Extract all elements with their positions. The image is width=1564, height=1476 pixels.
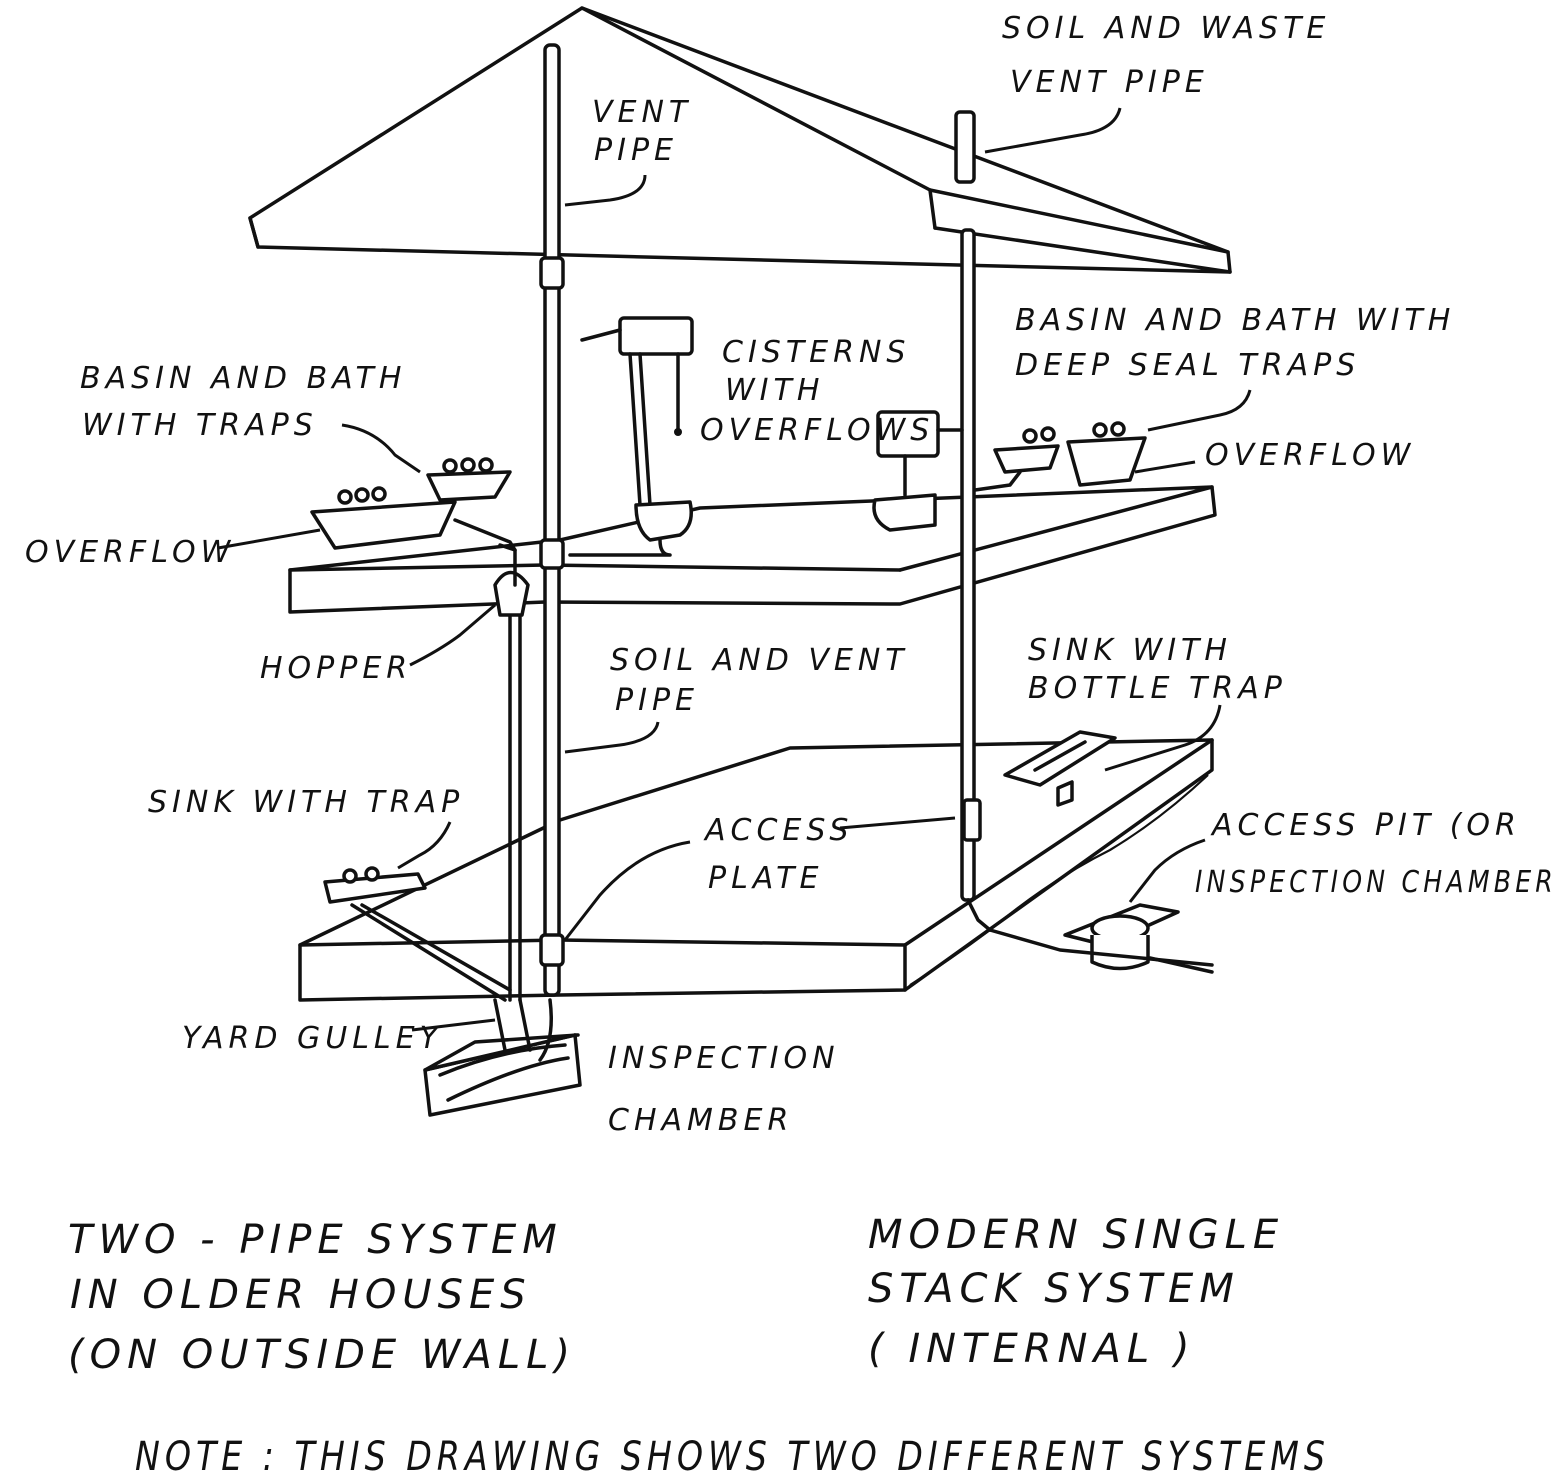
captions: TWO - PIPE SYSTEM IN OLDER HOUSES (ON OU… <box>68 1212 1330 1476</box>
label-inspection-1: INSPECTION <box>608 1041 840 1076</box>
cistern-left <box>568 316 694 557</box>
caption-two-pipe-2: IN OLDER HOUSES <box>70 1272 532 1318</box>
caption-note: NOTE : THIS DRAWING SHOWS TWO DIFFERENT … <box>135 1434 1330 1476</box>
label-access-pit-1: ACCESS PIT (OR <box>1210 808 1521 843</box>
access-plate-right <box>962 798 982 842</box>
soil-waste-vent-top <box>954 110 976 184</box>
label-sink-bottle-2: BOTTLE TRAP <box>1028 671 1287 706</box>
cistern-right <box>872 410 964 532</box>
inspection-chamber-left <box>423 998 582 1117</box>
sink-left <box>323 866 512 1002</box>
label-basin-deep-2: DEEP SEAL TRAPS <box>1015 348 1360 383</box>
label-cisterns-2: WITH <box>725 373 824 408</box>
label-soil-waste-vent-1: SOIL AND WASTE <box>1002 11 1330 46</box>
label-vent-pipe-2: PIPE <box>594 133 678 168</box>
label-hopper: HOPPER <box>260 651 412 686</box>
ground-slab <box>298 738 1214 1002</box>
label-access-plate-1: ACCESS <box>703 813 853 848</box>
label-inspection-2: CHAMBER <box>608 1103 793 1138</box>
label-sink-trap: SINK WITH TRAP <box>148 785 464 820</box>
soil-and-vent-pipe <box>539 43 565 997</box>
label-soil-waste-vent-2: VENT PIPE <box>1010 65 1209 100</box>
label-cisterns-3: OVERFLOWS <box>700 413 934 448</box>
label-basin-deep-1: BASIN AND BATH WITH <box>1015 303 1455 338</box>
label-soil-vent-2: PIPE <box>615 683 699 718</box>
label-basin-traps-2: WITH TRAPS <box>82 408 318 443</box>
label-access-plate-2: PLATE <box>708 861 823 896</box>
label-overflow-left: OVERFLOW <box>25 535 235 570</box>
single-stack-pipe <box>954 110 992 932</box>
caption-single-stack-3: ( INTERNAL ) <box>868 1326 1195 1372</box>
basin-and-bath-left <box>310 457 517 552</box>
leader-lines <box>217 107 1252 1032</box>
label-vent-pipe-1: VENT <box>592 95 692 130</box>
label-overflow-right: OVERFLOW <box>1205 438 1415 473</box>
label-basin-traps-1: BASIN AND BATH <box>80 361 406 396</box>
sink-bottle-trap <box>1003 730 1117 807</box>
caption-single-stack-1: MODERN SINGLE <box>868 1212 1284 1258</box>
label-yard-gulley: YARD GULLEY <box>182 1021 443 1056</box>
access-plate-left <box>539 933 565 967</box>
waste-pipe <box>493 543 530 1002</box>
caption-two-pipe-1: TWO - PIPE SYSTEM <box>68 1217 563 1263</box>
access-pit <box>988 903 1214 974</box>
basin-and-bath-right <box>973 421 1147 492</box>
hopper <box>493 570 530 617</box>
label-sink-bottle-1: SINK WITH <box>1028 633 1232 668</box>
label-cisterns-1: CISTERNS <box>722 335 910 370</box>
caption-single-stack-2: STACK SYSTEM <box>868 1266 1240 1312</box>
caption-two-pipe-3: (ON OUTSIDE WALL) <box>68 1332 576 1378</box>
label-soil-vent-1: SOIL AND VENT <box>610 643 909 678</box>
label-access-pit-2: INSPECTION CHAMBER <box>1195 865 1557 900</box>
labels: SOIL AND WASTE VENT PIPE VENT PIPE BASIN… <box>25 11 1557 1138</box>
roof <box>248 6 1232 274</box>
